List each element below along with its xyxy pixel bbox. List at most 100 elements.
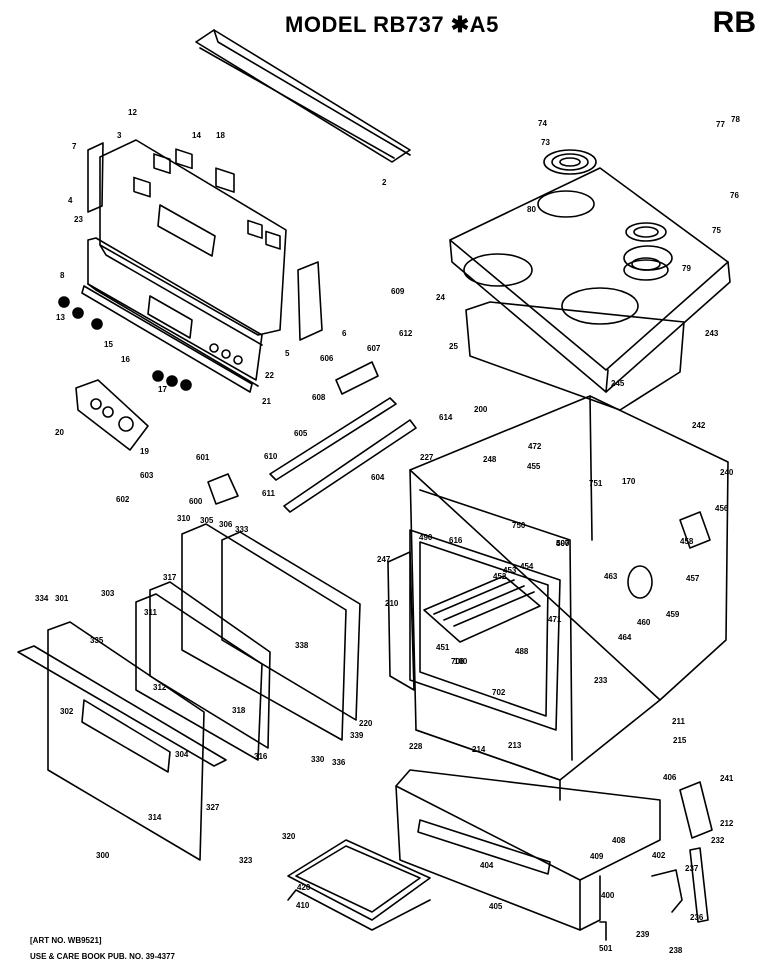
callout-19: 19 — [140, 447, 149, 456]
callout-456: 456 — [715, 504, 729, 513]
callout-335: 335 — [90, 636, 104, 645]
callout-233: 233 — [594, 676, 608, 685]
callout-404: 404 — [480, 861, 494, 870]
callout-706: 706 — [451, 657, 465, 666]
callout-602: 602 — [116, 495, 130, 504]
callout-305: 305 — [200, 516, 214, 525]
callout-220: 220 — [359, 719, 373, 728]
callout-170: 170 — [622, 477, 636, 486]
callout-339: 339 — [350, 731, 364, 740]
callout-312: 312 — [153, 683, 167, 692]
callout-73: 73 — [541, 138, 550, 147]
callout-215: 215 — [673, 736, 687, 745]
callout-4: 4 — [68, 196, 73, 205]
hinge-spring — [651, 869, 683, 913]
callout-611: 611 — [262, 489, 275, 498]
callout-457: 457 — [686, 574, 700, 583]
cooktop — [449, 167, 731, 393]
callout-318: 318 — [232, 706, 246, 715]
callout-323: 323 — [239, 856, 253, 865]
callout-300: 300 — [96, 851, 110, 860]
callout-6: 6 — [342, 329, 347, 338]
callout-751: 751 — [589, 479, 603, 488]
callout-100: 100 — [454, 657, 468, 666]
door-inner-panels — [135, 523, 361, 761]
callout-232: 232 — [711, 836, 725, 845]
callout-310: 310 — [177, 514, 191, 523]
model-title: MODEL RB737 ✱A5 — [285, 12, 499, 37]
callout-330: 330 — [311, 755, 325, 764]
callout-464: 464 — [618, 633, 632, 642]
terminal-block — [679, 511, 711, 549]
callout-5: 5 — [285, 349, 290, 358]
callout-452: 452 — [493, 572, 507, 581]
callout-451: 451 — [436, 643, 450, 652]
callout-75: 75 — [712, 226, 721, 235]
callout-240: 240 — [720, 468, 734, 477]
callout-248: 248 — [483, 455, 497, 464]
art-number: [ART NO. WB9521] — [30, 936, 102, 945]
callout-12: 12 — [128, 108, 137, 117]
callout-607: 607 — [367, 344, 381, 353]
callout-247: 247 — [377, 555, 391, 564]
callout-20: 20 — [55, 428, 64, 437]
callout-612: 612 — [399, 329, 413, 338]
callout-317: 317 — [163, 573, 177, 582]
callout-459: 459 — [666, 610, 680, 619]
callout-16: 16 — [121, 355, 130, 364]
callout-80: 80 — [527, 205, 536, 214]
callout-333: 333 — [235, 525, 249, 534]
callout-410: 410 — [296, 901, 310, 910]
callout-614: 614 — [439, 413, 453, 422]
callout-24: 24 — [436, 293, 445, 302]
callout-17: 17 — [158, 385, 167, 394]
callout-301: 301 — [55, 594, 69, 603]
callout-610: 610 — [264, 452, 278, 461]
callout-7: 7 — [72, 142, 77, 151]
oven-rack — [423, 575, 541, 643]
callout-2: 2 — [382, 178, 387, 187]
callout-239: 239 — [636, 930, 650, 939]
front-trim-bar — [81, 285, 253, 393]
callout-13: 13 — [56, 313, 65, 322]
surface-elements — [543, 149, 669, 281]
callout-604: 604 — [371, 473, 385, 482]
callout-455: 455 — [527, 462, 541, 471]
callout-406: 406 — [663, 773, 677, 782]
oven-light — [627, 565, 653, 599]
callout-320: 320 — [282, 832, 296, 841]
callout-402: 402 — [652, 851, 666, 860]
door-hinge — [689, 847, 709, 923]
oven-door — [17, 621, 227, 861]
side-panel — [387, 551, 415, 691]
callout-200: 200 — [474, 405, 488, 414]
callout-22: 22 — [265, 371, 274, 380]
callout-23: 23 — [74, 215, 83, 224]
callout-608: 608 — [312, 393, 326, 402]
callout-210: 210 — [385, 599, 399, 608]
callout-303: 303 — [101, 589, 115, 598]
callout-500: 500 — [556, 539, 570, 548]
callout-409: 409 — [590, 852, 604, 861]
callout-211: 211 — [672, 717, 685, 726]
oven-liner-frame — [409, 529, 561, 731]
callout-334: 334 — [35, 594, 49, 603]
callout-606: 606 — [320, 354, 334, 363]
callout-501: 501 — [599, 944, 613, 953]
callout-237: 237 — [685, 864, 699, 873]
cooktop-tray — [465, 301, 685, 411]
callout-18: 18 — [216, 131, 225, 140]
callout-14: 14 — [192, 131, 201, 140]
callout-212: 212 — [720, 819, 734, 828]
control-panel — [99, 139, 287, 346]
callout-labels: 2345678121314151617181920212223242573747… — [35, 108, 740, 955]
control-knobs — [58, 296, 192, 391]
storage-drawer — [395, 769, 661, 931]
callout-214: 214 — [472, 745, 486, 754]
callout-311: 311 — [144, 608, 157, 617]
callout-471: 471 — [548, 615, 562, 624]
oven-body — [409, 395, 729, 801]
callout-25: 25 — [449, 342, 458, 351]
